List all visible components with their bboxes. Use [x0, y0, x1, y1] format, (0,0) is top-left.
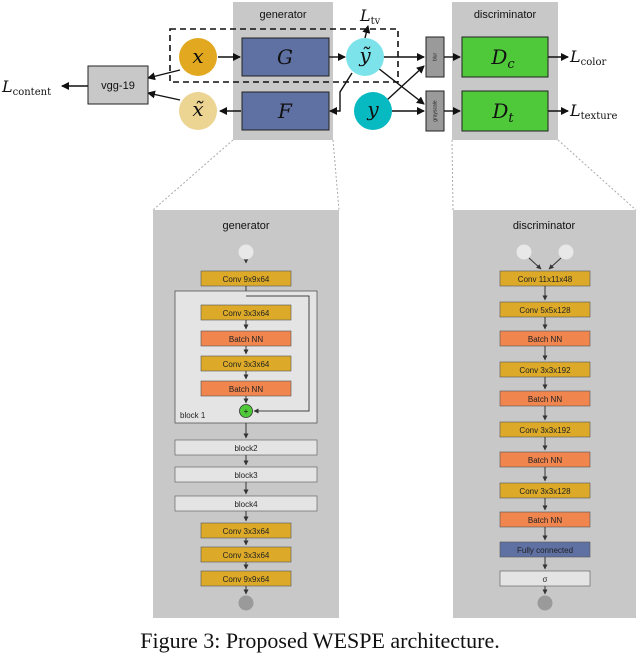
gen-block3-label: block3	[234, 471, 258, 480]
gen-block1-bn-a-label: Batch NN	[229, 335, 263, 344]
arrow-y-to-blur	[386, 65, 425, 101]
disc-edge-in-right	[548, 257, 562, 270]
input-x-label: x	[192, 44, 203, 68]
texture-loss-label: Ltexture	[569, 101, 617, 122]
vgg19-box	[87, 65, 149, 105]
gen-conv-bottom-a-label: Conv 3x3x64	[223, 527, 270, 536]
content-loss-label: Lcontent	[1, 77, 51, 98]
zoom-line-disc-right	[557, 139, 637, 211]
disc-layer-1-label: Conv 11x11x48	[518, 275, 573, 284]
disc-layer-11-label: σ	[543, 575, 548, 584]
gen-block1-bn-b-label: Batch NN	[229, 385, 263, 394]
disc-layer-5-label: Batch NN	[528, 395, 562, 404]
grayscale-box	[425, 90, 445, 132]
output-ytilde-node	[346, 38, 384, 76]
discriminator-Dc-box	[461, 36, 549, 78]
disc-layer-4-label: Conv 3x3x192	[519, 366, 571, 375]
generator-detail-title: generator	[222, 220, 269, 232]
blur-label: blur	[432, 52, 438, 61]
tv-loss-label: Ltv	[359, 6, 381, 27]
input-x-node	[179, 38, 217, 76]
disc-layer-9-label: Batch NN	[528, 516, 562, 525]
arrow-ytilde-to-tv-loss	[362, 25, 371, 39]
tv-region-dashed-box	[169, 28, 399, 83]
disc-layer-8-label: Conv 3x3x128	[519, 487, 571, 496]
gen-conv-bottom-c-label: Conv 9x9x64	[223, 575, 270, 584]
disc-layer-7-label: Batch NN	[528, 456, 562, 465]
disc-layer-3-label: Batch NN	[528, 335, 562, 344]
gen-output-node	[238, 595, 254, 611]
target-y-label: y	[366, 97, 379, 121]
gen-input-node	[238, 244, 254, 260]
disc-input-node-left	[516, 244, 532, 260]
arrow-ytilde-to-F	[329, 72, 353, 115]
disc-layer-6-label: Conv 3x3x192	[519, 426, 571, 435]
disc-edge-in-left	[528, 257, 542, 270]
disc-layer-10-label: Fully connected	[517, 546, 573, 555]
gen-skip-connection	[246, 295, 310, 414]
zoom-line-disc-left	[451, 139, 454, 211]
gen-residual-add-node	[239, 404, 253, 418]
target-y-node	[354, 92, 392, 130]
gen-block1-conv-a-label: Conv 3x3x64	[223, 309, 270, 318]
disc-output-node	[537, 595, 553, 611]
gen-block2-label: block2	[234, 444, 258, 453]
inverse-F-label: F	[277, 99, 293, 123]
gen-conv-top-label: Conv 9x9x64	[223, 275, 270, 284]
discriminator-Dt-label: Dt	[491, 99, 514, 126]
output-ytilde-label: ỹ	[358, 43, 371, 67]
discriminator-Dt-box	[461, 90, 549, 132]
generator-G-label: G	[277, 45, 293, 69]
discriminator-Dc-label: Dc	[490, 45, 515, 72]
inverse-F-box	[241, 91, 330, 131]
reconstruction-xtilde-label: x̃	[192, 97, 204, 121]
zoom-line-gen-right	[332, 139, 340, 211]
blur-box	[425, 36, 445, 78]
color-loss-label: Lcolor	[569, 47, 606, 68]
generator-panel-title: generator	[259, 9, 306, 21]
gen-residual-add-symbol: +	[244, 407, 249, 416]
gen-block4-label: block4	[234, 500, 258, 509]
figure-caption: Figure 3: Proposed WESPE architecture.	[140, 628, 500, 653]
generator-G-box	[241, 37, 330, 77]
discriminator-panel-title: discriminator	[474, 9, 537, 21]
discriminator-detail-title: discriminator	[513, 220, 576, 232]
zoom-line-gen-left	[152, 139, 234, 211]
gen-conv-bottom-b-label: Conv 3x3x64	[223, 551, 270, 560]
vgg19-label: vgg-19	[101, 80, 135, 92]
arrow-x-to-vgg	[147, 69, 181, 81]
gen-block1-conv-b-label: Conv 3x3x64	[223, 360, 270, 369]
disc-input-node-right	[558, 244, 574, 260]
arrow-ytilde-to-gray	[377, 67, 425, 105]
grayscale-label: grayscale	[432, 100, 438, 122]
gen-block1-label: block 1	[180, 411, 206, 420]
disc-layer-2-label: Conv 5x5x128	[519, 306, 571, 315]
reconstruction-xtilde-node	[179, 92, 217, 130]
arrow-xtilde-to-vgg	[147, 90, 181, 101]
